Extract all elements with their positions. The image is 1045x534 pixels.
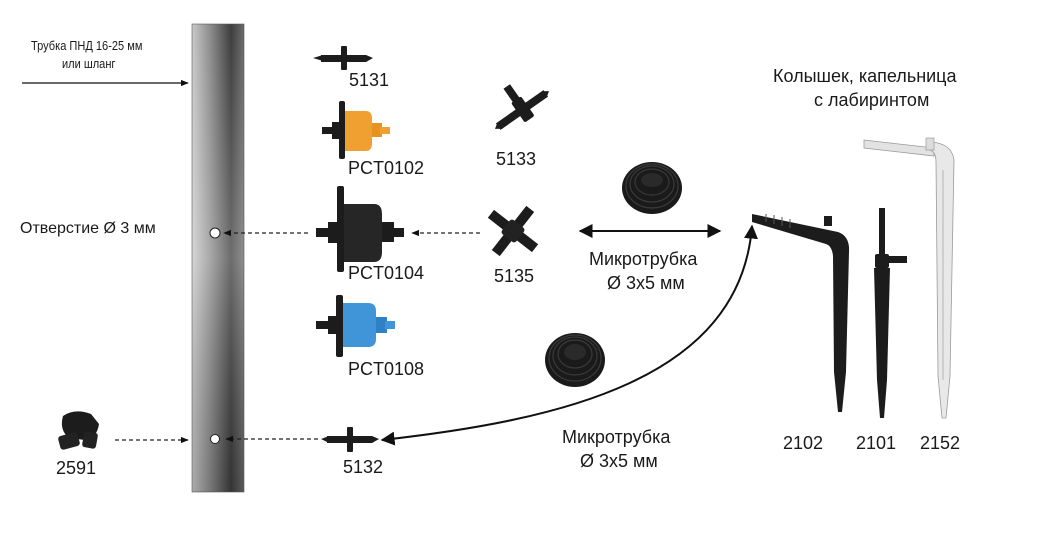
part-label-5135: 5135 <box>494 266 535 286</box>
part-label-pct0102: PCT0102 <box>348 158 425 178</box>
pipe-hole-upper <box>209 227 221 239</box>
plug-2591-icon <box>58 411 99 450</box>
pipe-hole-lower <box>210 434 220 444</box>
connector-5132-icon <box>321 427 379 452</box>
microtube-bottom-line1: Микротрубка <box>562 427 671 447</box>
coil-bottom-icon <box>545 333 605 387</box>
dripper-pct0108-icon <box>316 295 395 357</box>
stake-2102-icon <box>752 214 850 412</box>
stakes-title-line2: с лабиринтом <box>814 90 930 110</box>
coil-top-icon <box>622 162 682 214</box>
main-pipe <box>191 23 245 493</box>
pipe-label-line2: или шланг <box>62 56 116 71</box>
stake-2101-icon <box>874 208 907 418</box>
stakes-title-line1: Колышек, капельница <box>773 66 957 86</box>
part-label-2101: 2101 <box>856 433 897 453</box>
hole-label: Отверстие Ø 3 мм <box>20 220 156 237</box>
part-label-pct0104: PCT0104 <box>348 263 425 283</box>
part-label-5131: 5131 <box>349 70 390 90</box>
part-label-2152: 2152 <box>920 433 961 453</box>
connector-5131-icon <box>313 46 373 70</box>
microtube-curved-arrow <box>380 224 758 446</box>
microtube-top-line2: Ø 3х5 мм <box>607 273 685 293</box>
dripper-pct0102-icon <box>322 101 390 159</box>
part-label-2591: 2591 <box>56 458 97 478</box>
pipe-label-line1: Трубка ПНД 16-25 мм <box>31 38 143 53</box>
part-label-5132: 5132 <box>343 457 384 477</box>
part-label-pct0108: PCT0108 <box>348 359 425 379</box>
microtube-bottom-line2: Ø 3х5 мм <box>580 451 658 471</box>
stake-2152-icon <box>863 137 955 419</box>
tee-5133-icon <box>494 84 550 130</box>
part-label-2102: 2102 <box>783 433 824 453</box>
dripper-pct0104-icon <box>316 186 404 272</box>
microtube-top-line1: Микротрубка <box>589 249 698 269</box>
cross-5135-icon <box>487 205 539 257</box>
part-label-5133: 5133 <box>496 149 537 169</box>
